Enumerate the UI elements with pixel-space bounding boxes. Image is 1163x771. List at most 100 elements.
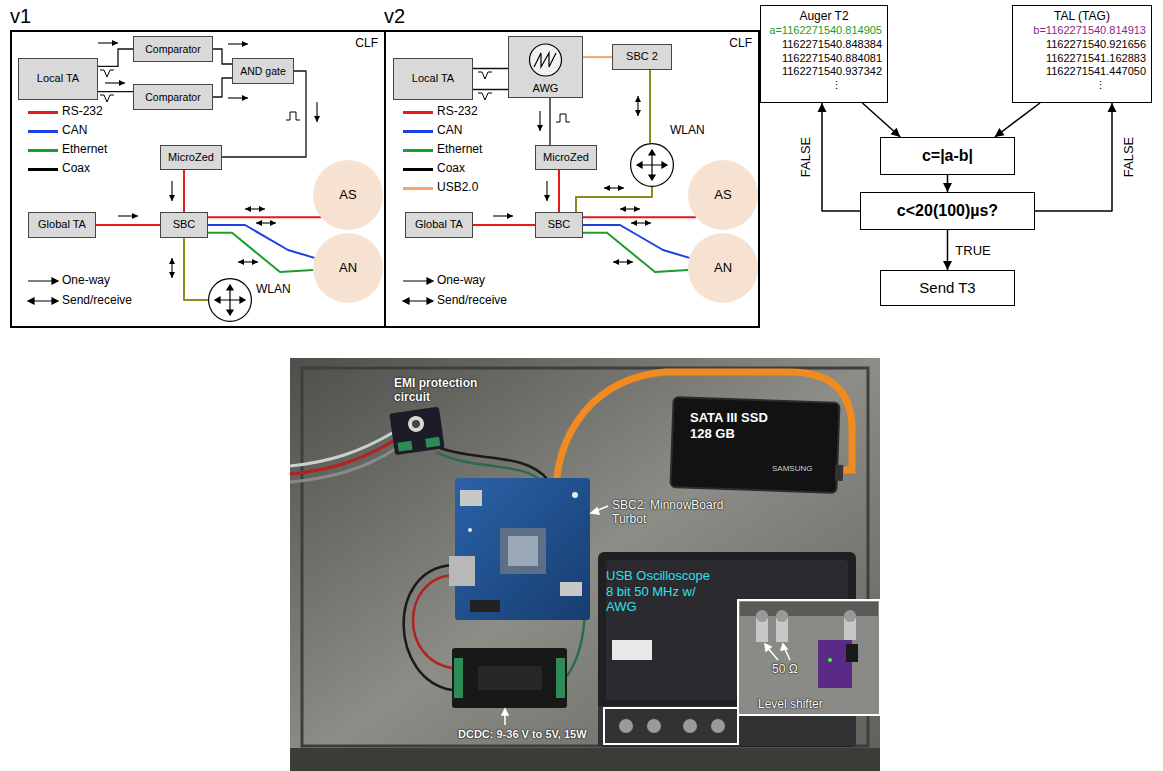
legend-label: Ethernet — [437, 142, 482, 156]
node-label: Local TA — [412, 72, 454, 85]
node-label: AWG — [509, 82, 582, 95]
connector — [544, 170, 559, 212]
direction-arrow — [256, 220, 276, 226]
process-box: MicroZed — [535, 145, 597, 170]
process-box: Local TA — [393, 58, 473, 100]
direction-arrow — [105, 80, 125, 86]
legend-arrow-sample — [403, 298, 409, 304]
wires — [440, 448, 548, 480]
node-label: Local TA — [37, 72, 79, 85]
connector-line — [862, 103, 900, 137]
node-label: MicroZed — [168, 151, 214, 164]
photo-label: SBC2: MinnowBoard Turbot — [612, 498, 740, 527]
direction-arrow — [635, 96, 641, 116]
data-list-box: Auger T2a=1162271540.8149051162271540.84… — [760, 5, 888, 103]
photo-label: EMI protection circuit — [394, 376, 486, 405]
arrow-head — [631, 220, 637, 226]
connector — [862, 103, 900, 137]
station-circle: AN — [688, 233, 758, 303]
node-label: MicroZed — [543, 151, 589, 164]
wlan-icon — [215, 297, 220, 303]
arrow-head — [132, 213, 138, 219]
node-label: AN — [714, 260, 732, 276]
legend-swatch — [403, 168, 433, 171]
minnowboard — [460, 490, 482, 506]
arrow-head — [627, 259, 633, 265]
wlan-icon — [227, 285, 233, 290]
legend-arrow-sample — [52, 278, 58, 284]
connector-line — [213, 78, 232, 97]
minnowboard — [449, 478, 590, 620]
pulse-symbol — [478, 93, 492, 100]
connector — [169, 238, 208, 300]
node-label: c=|a-b| — [922, 146, 973, 165]
wlan-icon — [649, 150, 655, 155]
node-label: SBC 2 — [626, 50, 658, 63]
arrow-head — [314, 116, 320, 122]
node-label: Auger T2 — [799, 9, 848, 24]
pulse-symbol — [100, 95, 114, 102]
inset-photo — [844, 610, 856, 622]
connector-line — [184, 238, 208, 300]
arrow-head — [270, 220, 276, 226]
node-label: AS — [714, 187, 731, 203]
connector — [473, 213, 535, 225]
node-label: AS — [339, 187, 356, 203]
inset-photo — [738, 600, 880, 715]
connector-line — [473, 224, 535, 226]
connector — [208, 233, 313, 272]
process-box: Global TA — [405, 212, 473, 238]
dcdc-module — [454, 658, 463, 698]
node-label: c<20(100)µs? — [897, 201, 998, 220]
minnowboard — [508, 536, 538, 566]
arrow-head — [635, 96, 641, 102]
awg-icon — [534, 53, 556, 67]
legend-swatch — [28, 130, 58, 133]
pulse-symbol — [286, 112, 300, 120]
node-label: 1162271541.162883 — [1046, 52, 1146, 66]
arrow-head — [645, 220, 651, 226]
connector — [98, 40, 133, 66]
direction-arrow — [98, 40, 118, 46]
connector — [537, 98, 550, 145]
ssd — [670, 397, 839, 493]
connector-line — [98, 91, 133, 92]
connector-line — [473, 89, 508, 90]
awg-icon — [508, 36, 583, 98]
node-label: WLAN — [256, 282, 291, 296]
dcdc-module — [452, 648, 567, 708]
leader-arrow — [591, 508, 599, 514]
wlan-icon — [637, 162, 642, 168]
connector — [169, 170, 184, 212]
direction-arrow — [613, 259, 633, 265]
connector — [583, 233, 688, 272]
minnowboard — [560, 582, 582, 596]
wires — [413, 575, 452, 668]
legend-swatch — [403, 111, 433, 114]
legend-label: CAN — [62, 123, 87, 137]
arrow-head — [1108, 103, 1117, 112]
dcdc-module — [478, 666, 542, 690]
legend-swatch — [28, 168, 58, 171]
direction-arrow — [245, 206, 265, 212]
connector — [473, 89, 508, 90]
node-label: AND gate — [240, 65, 286, 78]
arrow-head — [943, 261, 952, 270]
node-label: v1 — [10, 4, 31, 28]
arrow-head — [242, 95, 248, 101]
wlan-icon — [216, 286, 244, 314]
awg-icon — [508, 36, 583, 98]
arrow-head — [635, 110, 641, 116]
connector — [98, 80, 133, 92]
connector-line — [995, 103, 1040, 137]
ssd — [835, 465, 844, 481]
direction-arrow — [118, 213, 138, 219]
direction-arrow — [314, 102, 320, 122]
process-box: c<20(100)µs? — [860, 192, 1035, 230]
node-label: 1162271540.884081 — [782, 52, 882, 66]
connector-line — [208, 216, 321, 218]
oscilloscope — [619, 719, 633, 733]
connector-line — [208, 225, 315, 258]
legend-label: CAN — [437, 123, 462, 137]
